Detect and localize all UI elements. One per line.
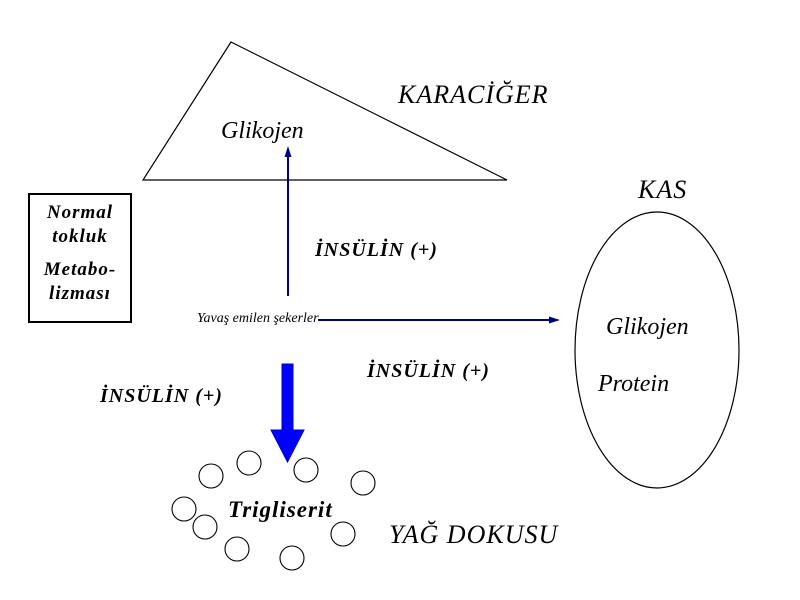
normal-fed-metabolism-box: Normal tokluk Metabo- lizması	[28, 193, 132, 323]
liver-label: KARACİĞER	[398, 80, 549, 109]
arrow-to-adipose	[270, 363, 305, 464]
insulin-adipose-label: İNSÜLİN (+)	[100, 385, 223, 407]
insulin-muscle-label: İNSÜLİN (+)	[367, 360, 490, 382]
muscle-ellipse	[574, 211, 740, 489]
box-line-3: Metabo-	[43, 258, 117, 280]
liver-glycogen-label: Glikojen	[221, 118, 304, 144]
triglyceride-label: Trigliserit	[228, 497, 333, 522]
box-line-2: tokluk	[52, 226, 108, 248]
fat-cell	[224, 536, 250, 562]
fat-cell	[198, 463, 224, 489]
fat-cell	[293, 457, 319, 483]
muscle-glycogen-label: Glikojen	[606, 314, 689, 340]
muscle-label: KAS	[638, 175, 688, 204]
fat-cell	[279, 545, 305, 571]
box-line-4: lizması	[49, 282, 111, 304]
fat-cell	[192, 514, 218, 540]
liver-triangle	[141, 41, 508, 181]
slow-sugars-label: Yavaş emilen şekerler	[197, 311, 319, 326]
fat-cell	[350, 470, 376, 496]
arrow-to-muscle-head	[549, 316, 560, 324]
arrow-to-liver-head	[284, 146, 292, 157]
fat-cell	[330, 521, 356, 547]
adipose-label: YAĞ DOKUSU	[389, 520, 559, 549]
muscle-protein-label: Protein	[598, 371, 670, 397]
box-line-1: Normal	[46, 202, 114, 223]
fat-cells	[171, 450, 376, 571]
insulin-liver-label: İNSÜLİN (+)	[315, 239, 438, 261]
fat-cell	[236, 450, 262, 476]
fat-cell	[171, 496, 197, 522]
